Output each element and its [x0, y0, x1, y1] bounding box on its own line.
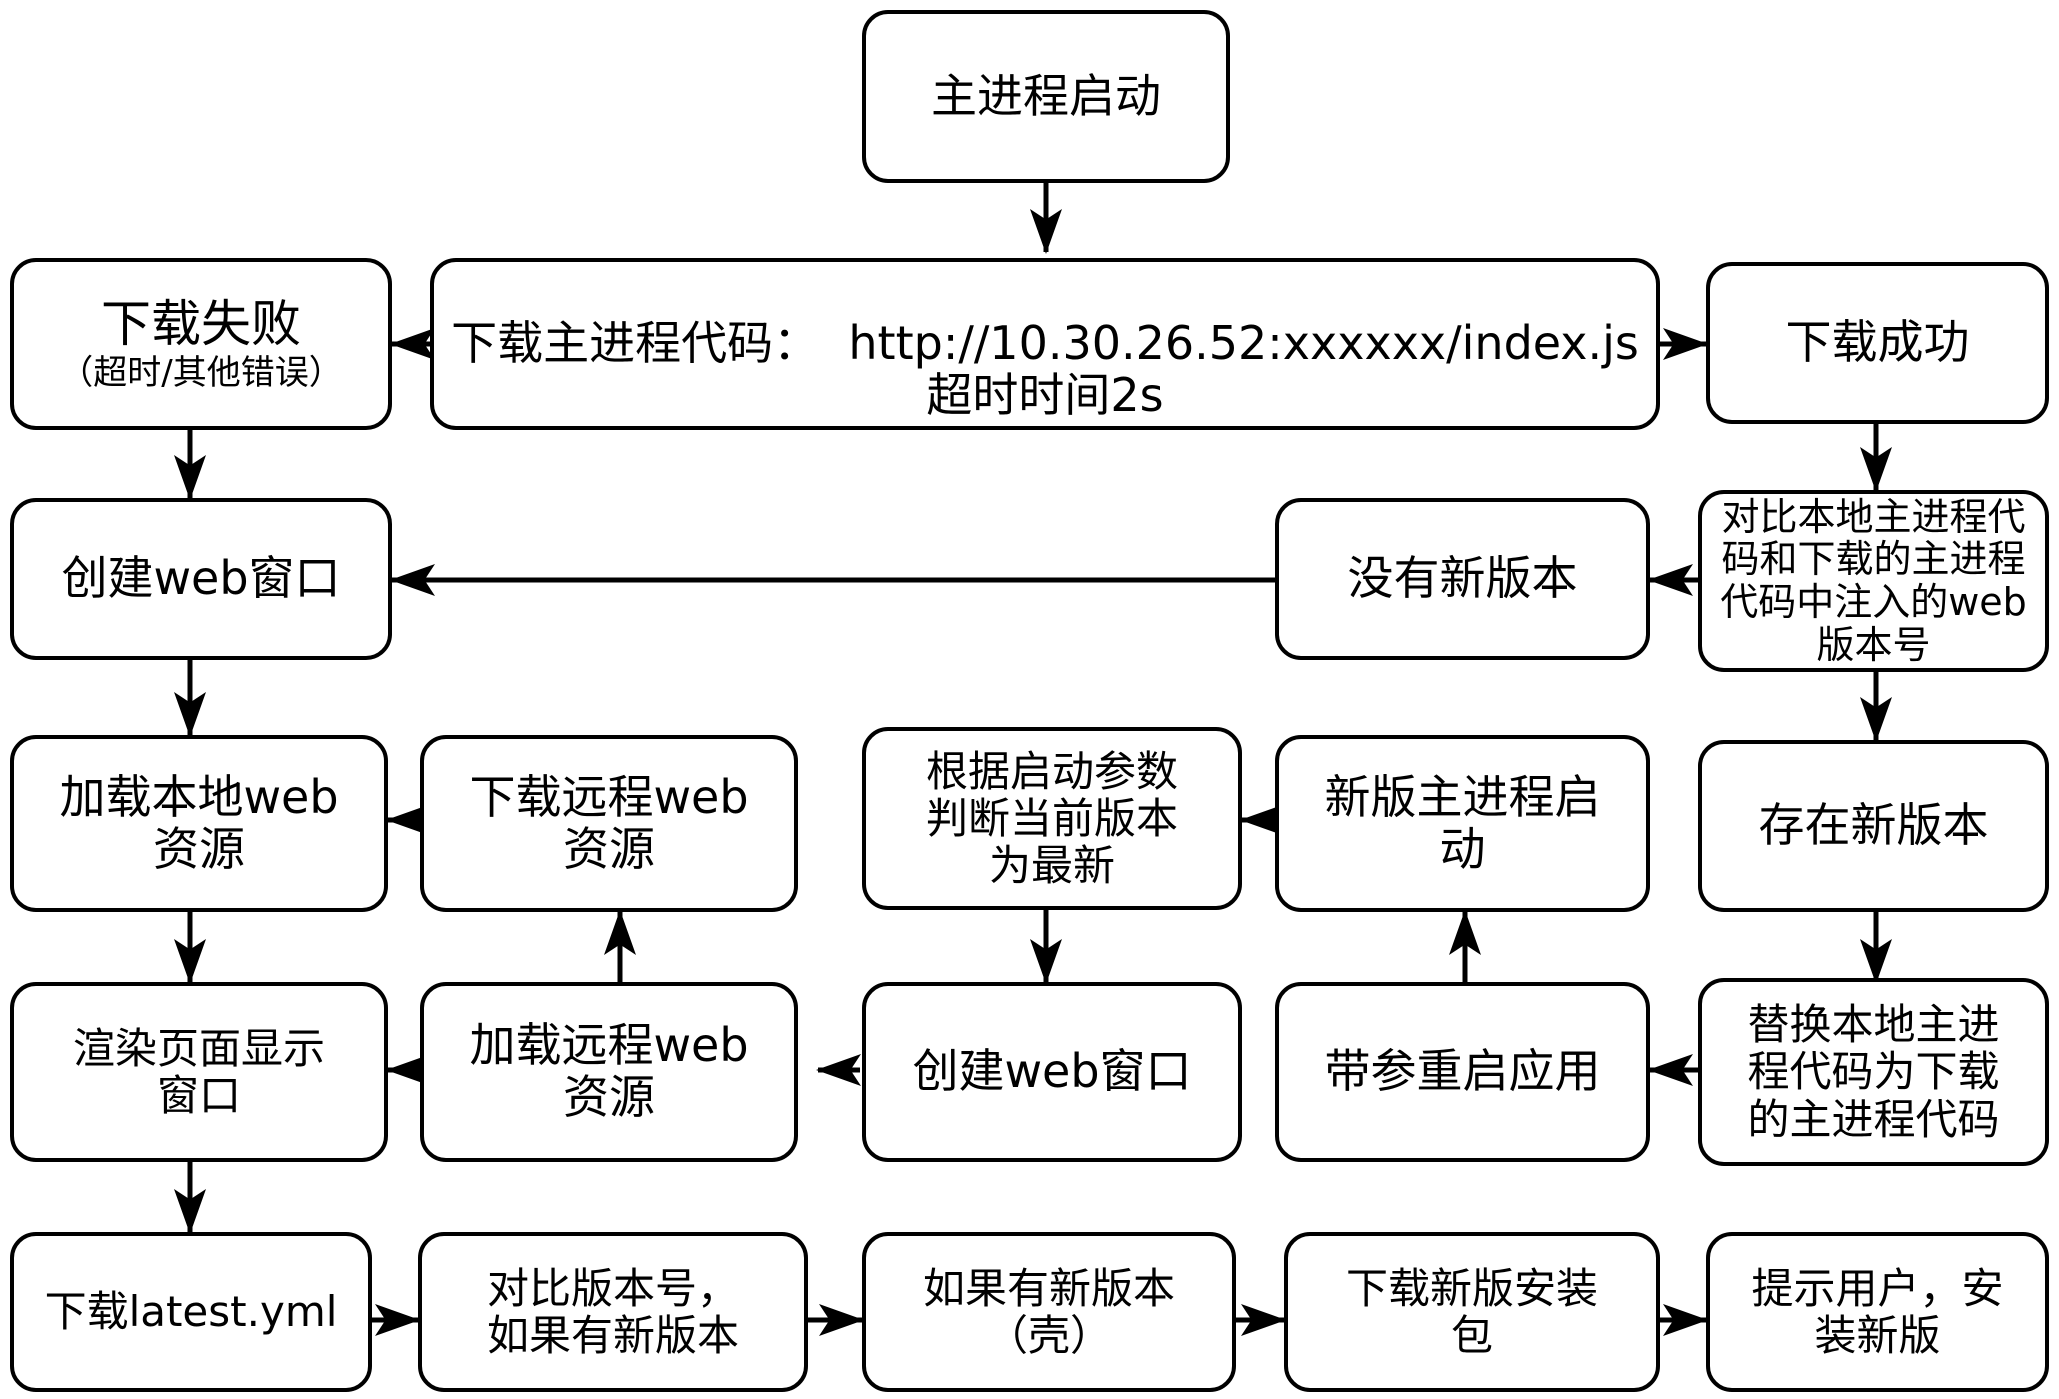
node-load-remote-web-resource[interactable]: 加载远程web 资源: [420, 982, 798, 1162]
node-label: 创建web窗口: [61, 551, 341, 606]
node-download-new-installer[interactable]: 下载新版安装 包: [1284, 1232, 1660, 1392]
node-download-success[interactable]: 下载成功: [1706, 262, 2049, 424]
node-download-main-process-code[interactable]: 下载主进程代码： http://10.30.26.52:xxxxxx/index…: [430, 258, 1660, 430]
node-label: 根据启动参数 判断当前版本 为最新: [925, 746, 1178, 891]
download-timeout: 超时时间2s: [926, 367, 1164, 422]
node-label: 替换本地主进 程代码为下载 的主进程代码: [1747, 1000, 2000, 1144]
node-label: 渲染页面显示 窗口: [72, 1023, 325, 1120]
node-label: 下载远程web 资源: [469, 769, 749, 876]
node-label: 对比本地主进程代码和下载的主进程代码中注入的web版本号: [1720, 494, 2027, 667]
node-label: 下载latest.yml: [44, 1287, 338, 1337]
node-has-new-version[interactable]: 存在新版本: [1698, 740, 2049, 912]
node-label: 新版主进程启 动: [1324, 769, 1601, 876]
node-label: 加载远程web 资源: [469, 1018, 749, 1124]
node-label: 对比版本号， 如果有新版本: [486, 1263, 739, 1360]
node-create-web-window-left[interactable]: 创建web窗口: [10, 498, 392, 660]
node-label: 存在新版本: [1758, 798, 1989, 853]
download-code-label: 下载主进程代码：: [451, 316, 820, 371]
node-download-latest-yml[interactable]: 下载latest.yml: [10, 1232, 372, 1392]
node-render-page-show-window[interactable]: 渲染页面显示 窗口: [10, 982, 388, 1162]
node-if-new-shell-version[interactable]: 如果有新版本 （壳）: [862, 1232, 1236, 1392]
node-load-local-web-resource[interactable]: 加载本地web 资源: [10, 735, 388, 912]
node-prompt-user-install[interactable]: 提示用户，安 装新版: [1706, 1232, 2049, 1392]
node-label: 主进程启动: [931, 68, 1161, 123]
node-restart-app-with-args[interactable]: 带参重启应用: [1275, 982, 1650, 1162]
download-line-1: 下载主进程代码： http://10.30.26.52:xxxxxx/index…: [451, 267, 1639, 370]
node-judge-current-version-latest[interactable]: 根据启动参数 判断当前版本 为最新: [862, 727, 1242, 910]
download-code-url: http://10.30.26.52:xxxxxx/index.js: [848, 316, 1639, 371]
node-label: 如果有新版本 （壳）: [922, 1263, 1175, 1360]
node-download-fail[interactable]: 下载失败 （超时/其他错误）: [10, 258, 392, 430]
node-label: 下载成功: [1785, 315, 1970, 370]
node-sublabel: （超时/其他错误）: [59, 353, 343, 394]
node-new-main-process-start[interactable]: 新版主进程启 动: [1275, 735, 1650, 912]
node-label: 带参重启应用: [1324, 1044, 1601, 1099]
node-compare-version-number[interactable]: 对比版本号， 如果有新版本: [418, 1232, 808, 1392]
node-no-new-version[interactable]: 没有新版本: [1275, 498, 1650, 660]
node-create-web-window-mid[interactable]: 创建web窗口: [862, 982, 1242, 1162]
node-label: 下载新版安装 包: [1345, 1263, 1598, 1360]
node-compare-versions[interactable]: 对比本地主进程代码和下载的主进程代码中注入的web版本号: [1698, 490, 2049, 672]
node-label: 没有新版本: [1347, 551, 1578, 606]
node-label: 加载本地web 资源: [59, 769, 339, 876]
node-label: 提示用户，安 装新版: [1751, 1263, 2004, 1360]
node-main-process-start[interactable]: 主进程启动: [862, 10, 1230, 183]
node-replace-local-main-code[interactable]: 替换本地主进 程代码为下载 的主进程代码: [1698, 978, 2049, 1166]
node-label: 创建web窗口: [912, 1044, 1192, 1099]
node-download-remote-web-resource[interactable]: 下载远程web 资源: [420, 735, 798, 912]
node-label: 下载失败: [101, 295, 301, 354]
